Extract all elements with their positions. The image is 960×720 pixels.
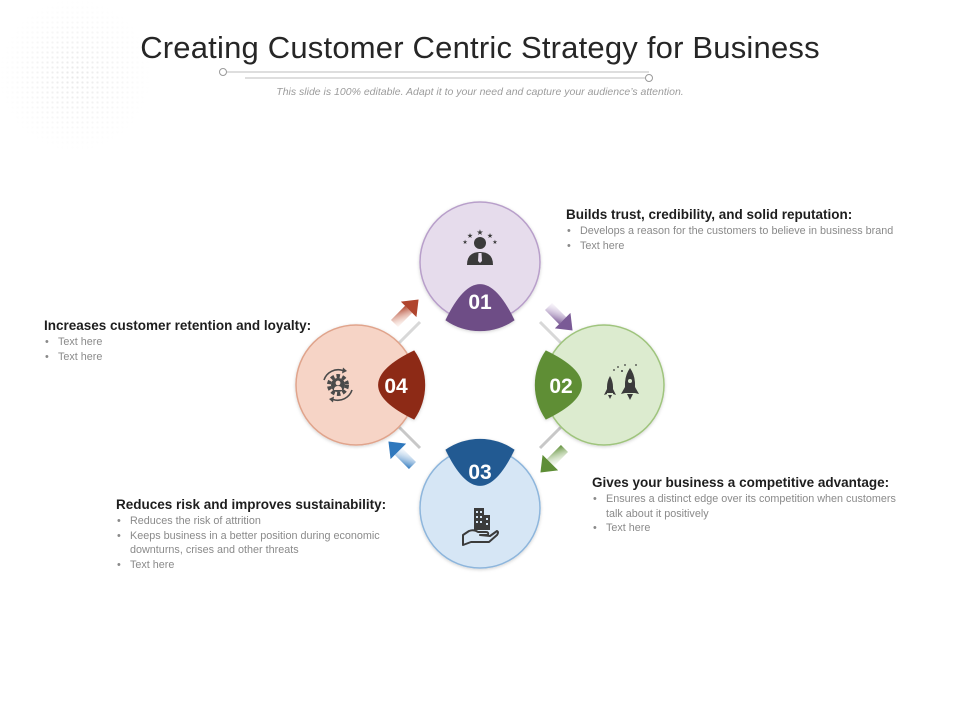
svg-text:★: ★ [467, 232, 473, 240]
bullet-item: Text here [592, 521, 912, 536]
step-01-bullets: Develops a reason for the customers to b… [566, 224, 896, 253]
page-subtitle: This slide is 100% editable. Adapt it to… [276, 86, 684, 98]
step-02-node [534, 324, 665, 446]
step-03-node [419, 438, 541, 569]
step-03-description: Reduces risk and improves sustainability… [116, 497, 416, 572]
bullet-item: Text here [116, 558, 416, 573]
page-title: Creating Customer Centric Strategy for B… [140, 30, 820, 65]
step-02-heading: Gives your business a competitive advant… [592, 475, 890, 490]
hand-holding-building-icon [462, 508, 499, 546]
flow-arrow-03-to-04 [388, 441, 417, 470]
step-01-heading: Builds trust, credibility, and solid rep… [566, 207, 853, 222]
flow-arrow-04-to-01 [390, 299, 419, 328]
step-01-number: 01 [468, 291, 492, 314]
bullet-item: Text here [44, 350, 354, 365]
bullet-item: Keeps business in a better position duri… [116, 529, 416, 558]
step-01-description: Builds trust, credibility, and solid rep… [566, 207, 896, 253]
step-04-bullets: Text here Text here [44, 335, 354, 364]
flow-arrow-01-to-02 [544, 302, 573, 331]
svg-text:★: ★ [492, 239, 497, 246]
step-03-bullets: Reduces the risk of attrition Keeps busi… [116, 514, 416, 572]
svg-text:★: ★ [476, 228, 483, 237]
bullet-item: Text here [566, 239, 896, 254]
step-03-heading: Reduces risk and improves sustainability… [116, 497, 387, 512]
step-04-description: Increases customer retention and loyalty… [44, 318, 354, 364]
bullet-item: Ensures a distinct edge over its competi… [592, 492, 912, 521]
bullet-item: Text here [44, 335, 354, 350]
person-with-stars-icon: ★ ★ ★ ★ ★ [462, 228, 498, 265]
step-02-number: 02 [549, 375, 572, 398]
svg-text:★: ★ [487, 232, 493, 240]
rockets-icon [604, 364, 639, 400]
step-02-description: Gives your business a competitive advant… [592, 475, 912, 536]
step-02-bullets: Ensures a distinct edge over its competi… [592, 492, 912, 536]
flow-arrow-02-to-03 [540, 444, 569, 473]
step-04-heading: Increases customer retention and loyalty… [44, 318, 312, 333]
step-04-node [295, 324, 426, 446]
bullet-item: Reduces the risk of attrition [116, 514, 416, 529]
svg-text:★: ★ [462, 239, 467, 246]
decorative-dot-pattern [0, 0, 150, 150]
step-04-number: 04 [384, 375, 408, 398]
bullet-item: Develops a reason for the customers to b… [566, 224, 896, 239]
customer-gear-cycle-icon [323, 367, 353, 403]
title-underline [219, 68, 653, 82]
step-03-number: 03 [468, 461, 491, 484]
